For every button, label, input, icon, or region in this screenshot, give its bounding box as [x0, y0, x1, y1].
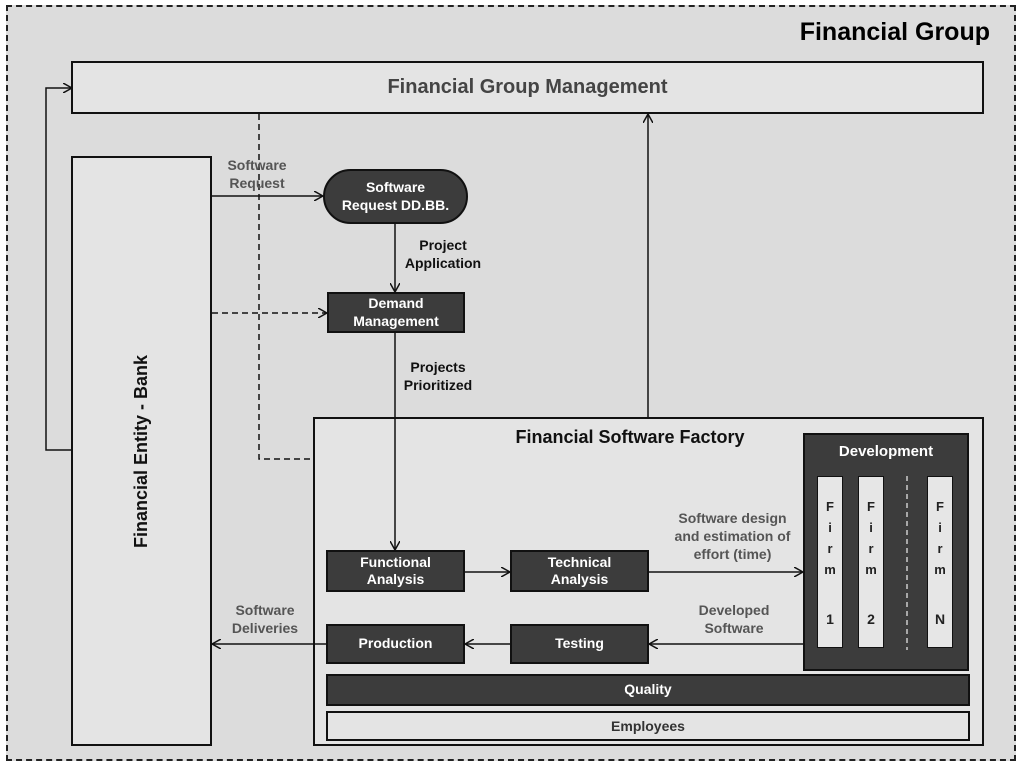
testing-box: Testing — [510, 624, 649, 664]
demand-management-box: Demand Management — [327, 292, 465, 333]
firm-n: F i r m N — [927, 476, 953, 648]
production-box: Production — [326, 624, 465, 664]
employees-bar: Employees — [326, 711, 970, 741]
functional-analysis-box: Functional Analysis — [326, 550, 465, 592]
quality-bar: Quality — [326, 674, 970, 706]
software-request-db-box: Software Request DD.BB. — [323, 169, 468, 224]
financial-group-management-box: Financial Group Management — [71, 61, 984, 114]
development-title: Development — [838, 443, 934, 460]
firm-number: 2 — [867, 611, 875, 627]
firm-number: 1 — [826, 611, 834, 627]
financial-software-factory-title: Financial Software Factory — [515, 427, 745, 447]
dashed-management-to-factory — [258, 114, 313, 460]
label-developed-software: Developed Software — [698, 602, 770, 637]
label-project-application: Project Application — [404, 237, 482, 272]
label-software-deliveries: Software Deliveries — [231, 602, 299, 637]
firm-1: F i r m 1 — [817, 476, 843, 648]
arrow-bank-to-management — [45, 88, 71, 451]
firm-number: N — [934, 611, 946, 627]
label-software-request: Software Request — [227, 157, 287, 192]
financial-group-title: Financial Group — [799, 18, 990, 46]
label-projects-prioritized: Projects Prioritized — [403, 359, 473, 394]
label-software-design: Software design and estimation of effort… — [674, 510, 791, 563]
firm-2: F i r m 2 — [858, 476, 884, 648]
financial-entity-bank-box: Financial Entity - Bank — [71, 156, 212, 746]
technical-analysis-box: Technical Analysis — [510, 550, 649, 592]
